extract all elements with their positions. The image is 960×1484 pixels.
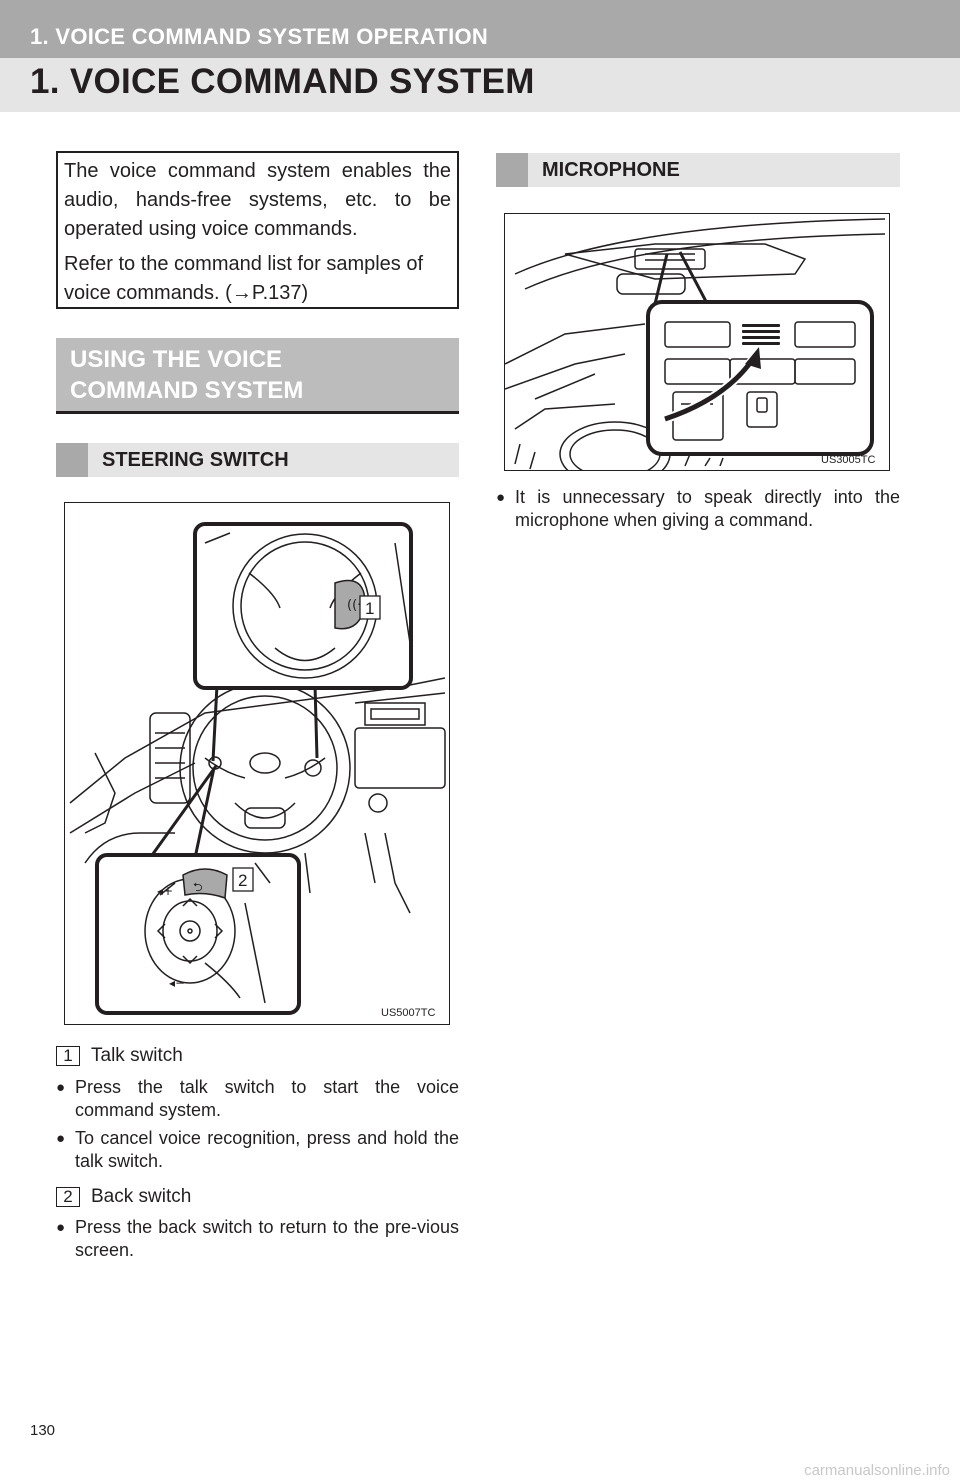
bullet-microphone-1: ● It is unnecessary to speak directly in…: [496, 486, 900, 532]
figure-code: US3005TC: [821, 454, 876, 466]
steering-switch-heading-text: STEERING SWITCH: [102, 449, 289, 471]
intro-paragraph-2: Refer to the command list for samples of…: [64, 253, 424, 304]
microphone-heading: MICROPHONE: [496, 153, 900, 187]
bullet-dot: ●: [56, 1130, 66, 1147]
back-icon: ⮌: [193, 880, 203, 894]
section-title: 1. VOICE COMMAND SYSTEM OPERATION: [30, 24, 489, 49]
bullet-dot: ●: [496, 489, 506, 506]
bullet-text: Press the talk switch to start the voice…: [75, 1077, 459, 1120]
header-band: [0, 0, 960, 112]
volume-up-icon: ◂+: [157, 884, 173, 898]
using-heading-line-2: COMMAND SYSTEM: [70, 377, 304, 404]
callout-2: 2: [238, 871, 247, 890]
bullet-talk-1: ● Press the talk switch to start the voi…: [56, 1076, 459, 1122]
talk-icon: ((·: [347, 598, 361, 613]
microphone-illustration: [505, 218, 886, 470]
steering-switch-figure: ((· 1 ⮌ ◂+ ◂− 2 US5007TC: [64, 502, 450, 1025]
figure-code: US5007TC: [381, 1007, 436, 1019]
microphone-figure: US3005TC: [504, 213, 890, 471]
volume-down-icon: ◂−: [169, 976, 185, 990]
intro-paragraph-1: The voice command system enables the aud…: [64, 160, 451, 240]
using-heading-line-1: USING THE VOICE: [70, 346, 283, 373]
callout-box-1: [359, 595, 381, 620]
bullet-text: Press the back switch to return to the p…: [75, 1217, 459, 1260]
callout-1: 1: [365, 599, 374, 618]
heading-tab: [496, 153, 528, 187]
item-number-1: 1: [56, 1046, 80, 1066]
page-number: 130: [30, 1422, 56, 1439]
intro-box: The voice command system enables the aud…: [56, 151, 459, 309]
page-title: 1. VOICE COMMAND SYSTEM: [30, 62, 535, 101]
bullet-text: To cancel voice recognition, press and h…: [75, 1128, 459, 1171]
heading-tab: [56, 443, 88, 477]
steering-illustration: ((· 1 ⮌ ◂+ ◂− 2: [69, 522, 446, 1015]
bullet-back-1: ● Press the back switch to return to the…: [56, 1216, 459, 1262]
item-label-talk-switch: Talk switch: [91, 1045, 183, 1066]
bullet-text: It is unnecessary to speak directly into…: [515, 487, 900, 530]
using-voice-command-heading: USING THE VOICE COMMAND SYSTEM: [56, 338, 459, 414]
watermark: carmanualsonline.info: [804, 1462, 950, 1479]
callout-box-2: [232, 867, 254, 892]
microphone-heading-text: MICROPHONE: [542, 159, 680, 181]
item-number-2: 2: [56, 1187, 80, 1207]
bullet-dot: ●: [56, 1219, 66, 1236]
bullet-talk-2: ● To cancel voice recognition, press and…: [56, 1127, 459, 1173]
bullet-dot: ●: [56, 1079, 66, 1096]
item-label-back-switch: Back switch: [91, 1186, 192, 1207]
steering-switch-heading: STEERING SWITCH: [56, 443, 459, 477]
